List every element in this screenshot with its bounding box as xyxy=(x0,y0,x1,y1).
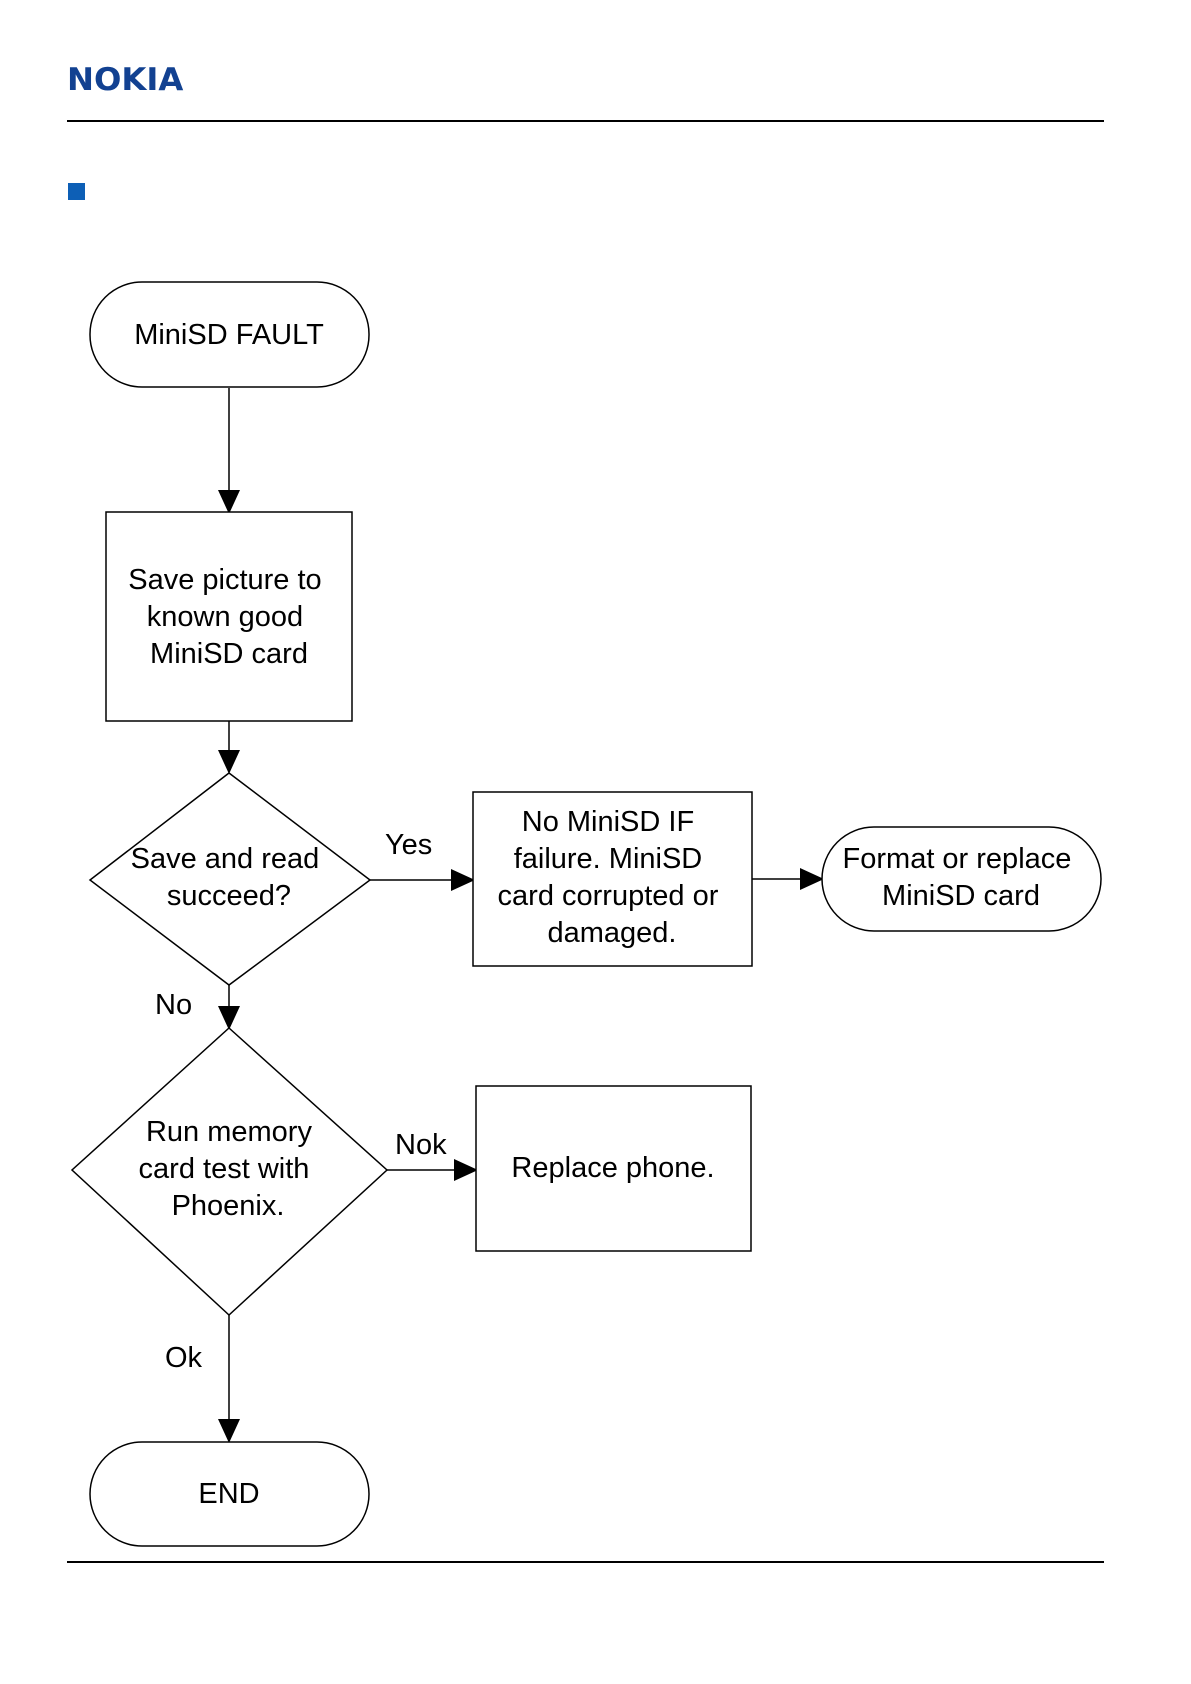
yes-label: Yes xyxy=(385,829,432,861)
no-label: No xyxy=(155,989,192,1021)
save-picture-label: Save picture to known good MiniSD card xyxy=(128,564,330,670)
end-label: END xyxy=(198,1478,259,1510)
footer-divider xyxy=(67,1561,1104,1563)
ok-label: Ok xyxy=(165,1342,203,1374)
save-read-decision xyxy=(90,773,370,985)
start-label: MiniSD FAULT xyxy=(134,319,324,351)
replace-phone-label: Replace phone. xyxy=(511,1152,714,1184)
nok-label: Nok xyxy=(395,1129,447,1161)
